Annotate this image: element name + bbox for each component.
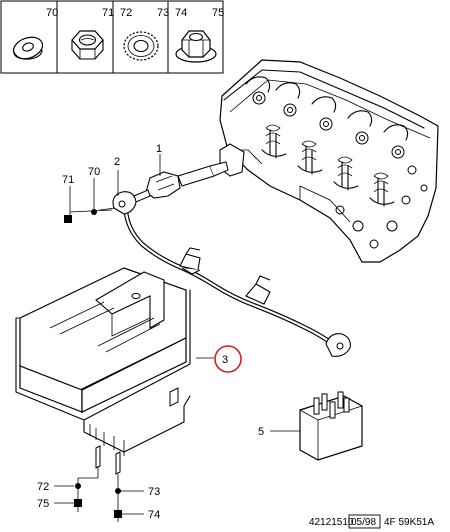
- callout-71: 71: [62, 174, 74, 186]
- washer-symbol-70: [91, 209, 97, 215]
- callouts: 1 2 70 71 3 5 72 75 73 74: [37, 143, 264, 521]
- legend-number-72: 72: [120, 7, 132, 19]
- legend-number-71: 71: [102, 7, 114, 19]
- legend-number-75: 75: [212, 7, 224, 19]
- callout-2: 2: [114, 156, 120, 168]
- callout-72: 72: [37, 481, 49, 493]
- washer-symbol-73: [115, 488, 121, 494]
- footer-ref: 4F 59K51A: [384, 517, 434, 528]
- glow-plug-control-unit: [15, 267, 214, 475]
- callout-1: 1: [156, 143, 162, 155]
- relay: [270, 391, 363, 461]
- callout-75: 75: [37, 498, 49, 510]
- glow-plug: [133, 154, 229, 203]
- callout-3: 3: [222, 354, 228, 366]
- legend-number-70: 70: [46, 7, 58, 19]
- footer-reference: 42121510 05/98 4F 59K51A: [309, 514, 434, 529]
- nut-symbol-74: [114, 510, 122, 518]
- legend-number-74: 74: [175, 7, 187, 19]
- footer-date: 05/98: [351, 517, 376, 528]
- callout-70: 70: [88, 166, 100, 178]
- washer-icon: [12, 36, 44, 60]
- nut-symbol-71: [64, 215, 72, 223]
- hex-nut-icon: [71, 30, 104, 60]
- fastener-legend: 70 71 72 73 74 75: [0, 0, 224, 74]
- callout-73: 73: [148, 486, 160, 498]
- date-box: [348, 514, 381, 529]
- footer-code: 42121510: [309, 517, 354, 528]
- cylinder-head: [219, 59, 439, 263]
- highlight-circle: [214, 345, 242, 373]
- flanged-nut-icon: [175, 30, 217, 63]
- washer-symbol-72: [75, 483, 81, 489]
- callout-5: 5: [258, 426, 264, 438]
- fastener-leaders: [54, 178, 144, 522]
- legend-number-73: 73: [157, 7, 169, 19]
- nut-symbol-75: [74, 499, 82, 507]
- callout-74: 74: [148, 509, 160, 521]
- wiring-harness: [99, 170, 351, 357]
- serrated-washer-icon: [123, 31, 159, 61]
